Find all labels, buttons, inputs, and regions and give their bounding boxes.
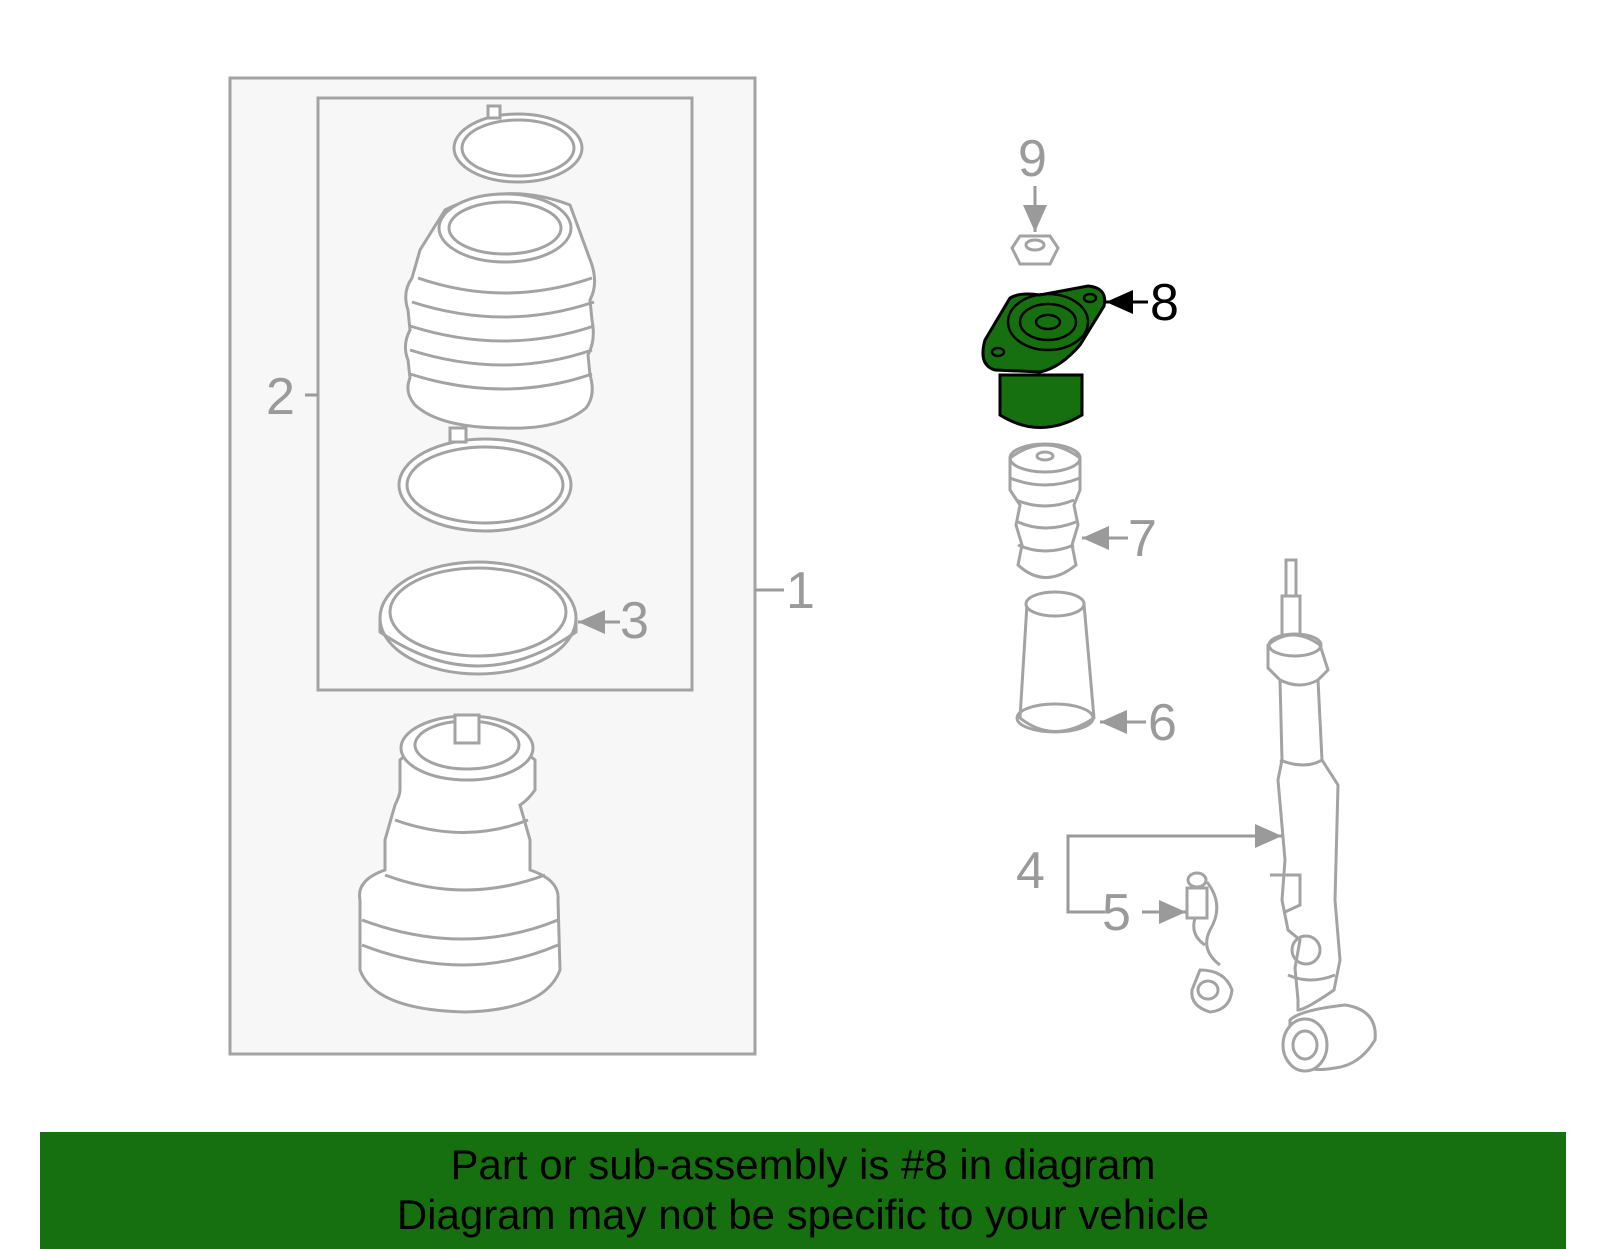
- callout-4: 4: [1016, 842, 1045, 900]
- leader-4-top: [1066, 824, 1282, 870]
- leader-4-bottom: [1066, 870, 1105, 914]
- info-banner: Part or sub-assembly is #8 in diagram Di…: [40, 1132, 1566, 1249]
- callout-6: 6: [1148, 694, 1177, 752]
- callout-8: 8: [1150, 274, 1179, 332]
- part-8-strut-mount[interactable]: [981, 284, 1107, 429]
- callout-5: 5: [1102, 884, 1131, 942]
- callout-1: 1: [786, 562, 815, 620]
- part-3-ring[interactable]: [378, 560, 578, 676]
- part-7-bump-stop[interactable]: [1008, 442, 1082, 579]
- part-6-dust-boot[interactable]: [1015, 590, 1096, 734]
- part-5-connector[interactable]: [1185, 871, 1234, 1014]
- callout-9: 9: [1018, 130, 1047, 188]
- banner-line-1: Part or sub-assembly is #8 in diagram: [450, 1141, 1156, 1188]
- callout-7: 7: [1128, 510, 1157, 568]
- banner-line-2: Diagram may not be specific to your vehi…: [396, 1191, 1210, 1238]
- part-air-bellows[interactable]: [403, 192, 597, 430]
- callouts: 2 1 3 9 8 7 6 4 5: [266, 130, 1179, 942]
- part-air-spring-body[interactable]: [358, 713, 562, 1014]
- part-4-shock-absorber[interactable]: [1266, 558, 1377, 1073]
- part-top-ring[interactable]: [452, 104, 584, 184]
- part-middle-ring[interactable]: [397, 426, 573, 533]
- callout-3: 3: [620, 592, 649, 650]
- part-9-nut[interactable]: [1010, 234, 1060, 266]
- leader-lines: [305, 186, 1282, 924]
- callout-2: 2: [266, 368, 295, 426]
